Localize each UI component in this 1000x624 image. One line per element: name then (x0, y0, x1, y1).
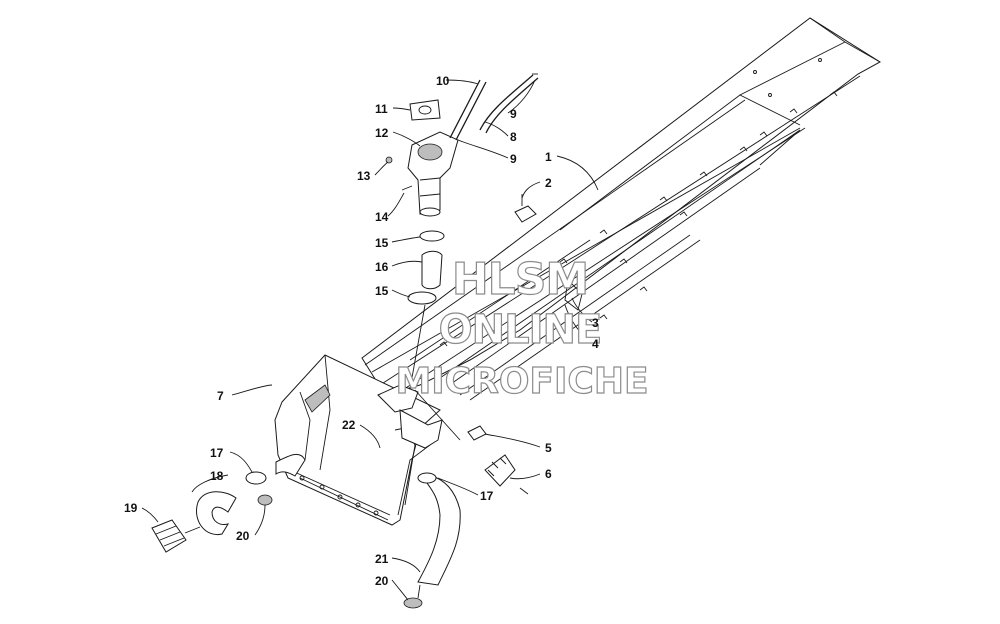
callout-21: 21 (375, 552, 389, 566)
clamp-and-hose-15-16 (407, 230, 445, 401)
callout-14: 14 (375, 210, 389, 224)
watermark-line-1: HLSM (452, 254, 588, 305)
callout-4: 4 (592, 337, 599, 351)
callout-10: 10 (436, 74, 450, 88)
rail-bracket-2-4 (514, 194, 583, 311)
callout-20-left: 20 (236, 529, 250, 543)
callout-9-top: 9 (510, 107, 517, 121)
callout-5: 5 (545, 441, 552, 455)
callout-13: 13 (357, 169, 371, 183)
callout-20-bottom: 20 (375, 574, 389, 588)
filler-neck-assembly (385, 99, 459, 217)
callout-22: 22 (342, 418, 356, 432)
callout-8: 8 (510, 130, 517, 144)
callout-labels: 1 2 3 4 5 6 7 8 9 9 10 11 12 13 14 15 15… (124, 74, 599, 588)
watermark-line-2: ONLINE (439, 307, 602, 353)
callout-2: 2 (545, 176, 552, 190)
callout-3: 3 (592, 316, 599, 330)
watermark: HLSM ONLINE MICROFICHE (395, 253, 649, 402)
callout-7: 7 (217, 389, 224, 403)
callout-18: 18 (210, 469, 224, 483)
callout-19: 19 (124, 501, 138, 515)
callout-1: 1 (545, 150, 552, 164)
leader-lines (141, 79, 599, 601)
watermark-line-3: MICROFICHE (395, 361, 648, 402)
callout-15-top: 15 (375, 236, 389, 250)
outlet-fitting (377, 384, 461, 449)
callout-15-bottom: 15 (375, 284, 389, 298)
callout-12: 12 (375, 126, 389, 140)
callout-17-right: 17 (480, 489, 494, 503)
callout-11: 11 (375, 102, 388, 116)
lower-hose-21 (403, 472, 461, 609)
callout-6: 6 (545, 467, 552, 481)
heat-exchanger-rails (361, 17, 881, 401)
callout-9-bottom: 9 (510, 152, 517, 166)
left-hose-group (151, 453, 306, 553)
vent-hoses (449, 73, 539, 141)
callout-16: 16 (375, 260, 389, 274)
callout-17-left: 17 (210, 446, 224, 460)
